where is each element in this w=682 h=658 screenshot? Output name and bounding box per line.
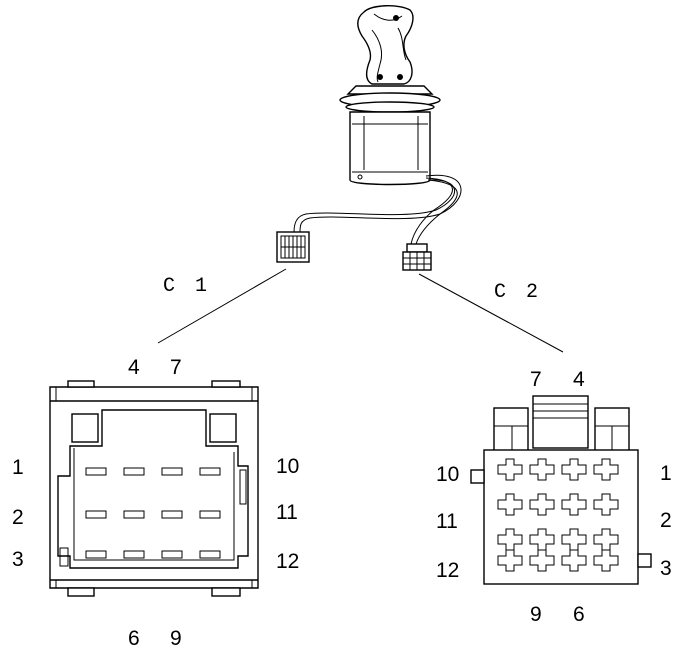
c2-left-pin: 12 [436, 559, 459, 582]
c1-right-pin: 10 [276, 455, 299, 478]
c2-bottom-pin: 6 [573, 603, 585, 626]
c1-right-pin: 11 [276, 501, 298, 524]
c1-leader-line [157, 268, 287, 344]
c2-top-pin: 4 [573, 368, 585, 391]
c1-top-pin: 4 [128, 356, 140, 379]
connector-c1-plug [276, 231, 310, 263]
c2-right-pin: 3 [660, 557, 672, 580]
c1-left-pin: 2 [12, 506, 24, 529]
c2-top-pin: 7 [530, 368, 542, 391]
c1-left-pin: 1 [12, 456, 24, 479]
c2-left-pin: 11 [436, 510, 458, 533]
c1-bottom-pin: 9 [170, 627, 182, 650]
c2-right-pin: 2 [660, 509, 672, 532]
c2-leader-line [418, 273, 564, 353]
joystick-illustration [339, 5, 441, 186]
c2-bottom-pin: 9 [530, 603, 542, 626]
connector-c1-face [49, 380, 259, 597]
c1-right-pin: 12 [276, 550, 299, 573]
connector-c2-plug [402, 243, 432, 271]
c2-title: C 2 [494, 281, 542, 304]
c1-top-pin: 7 [170, 356, 182, 379]
c1-title: C 1 [163, 275, 211, 298]
c1-left-pin: 3 [12, 548, 24, 571]
c1-bottom-pin: 6 [128, 627, 140, 650]
c2-right-pin: 1 [660, 462, 672, 485]
c2-left-pin: 10 [436, 463, 459, 486]
connector-c2-face [470, 395, 652, 585]
c2-cavity-grid [497, 458, 619, 572]
wiring-harness [293, 174, 462, 245]
